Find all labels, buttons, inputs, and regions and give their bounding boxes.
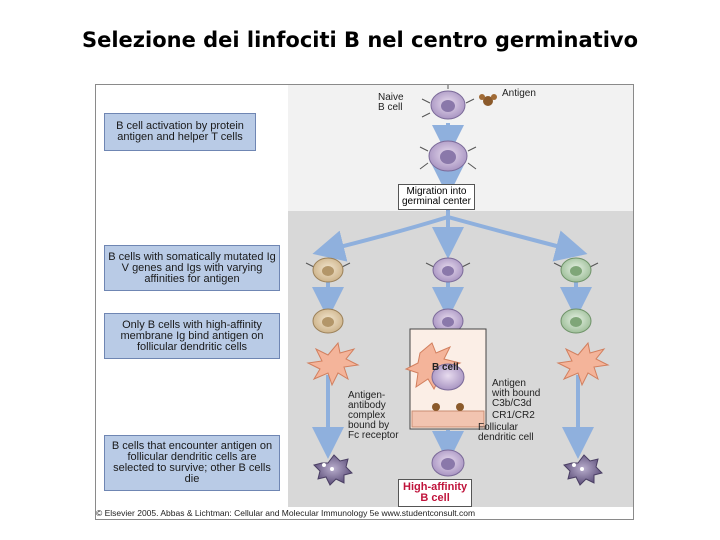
high-affinity-b-cell-label: High-affinity B cell xyxy=(398,479,472,507)
step-somatic-mutation: B cells with somatically mutated Ig V ge… xyxy=(104,245,280,291)
activated-b-cell xyxy=(420,141,476,171)
surviving-b-cell xyxy=(432,450,464,476)
antigen-icon xyxy=(479,94,497,106)
slide-title: Selezione dei linfociti B nel centro ger… xyxy=(0,28,720,52)
step-activation: B cell activation by protein antigen and… xyxy=(104,113,256,151)
antigen-antibody-complex-label: Antigen- antibody complex bound by Fc re… xyxy=(348,391,399,441)
germinal-center-figure: B cell activation by protein antigen and… xyxy=(95,84,634,520)
step-high-affinity-binding: Only B cells with high-affinity membrane… xyxy=(104,313,280,359)
inset-zoom xyxy=(406,329,486,429)
naive-b-cell-label: Naive B cell xyxy=(378,93,404,113)
b-cell-label: B cell xyxy=(432,363,459,373)
mutated-b-cells xyxy=(306,258,598,282)
migration-label: Migration into germinal center xyxy=(398,184,475,210)
copyright-credit: © Elsevier 2005. Abbas & Lichtman: Cellu… xyxy=(96,508,633,518)
naive-b-cell xyxy=(422,85,474,119)
step-selection: B cells that encounter antigen on follic… xyxy=(104,435,280,491)
cr1-cr2-label: CR1/CR2 xyxy=(492,411,535,421)
antigen-label: Antigen xyxy=(502,89,536,99)
follicular-dendritic-cell-label: Follicular dendritic cell xyxy=(478,423,534,443)
antigen-c3d-label: Antigen with bound C3b/C3d xyxy=(492,379,540,409)
